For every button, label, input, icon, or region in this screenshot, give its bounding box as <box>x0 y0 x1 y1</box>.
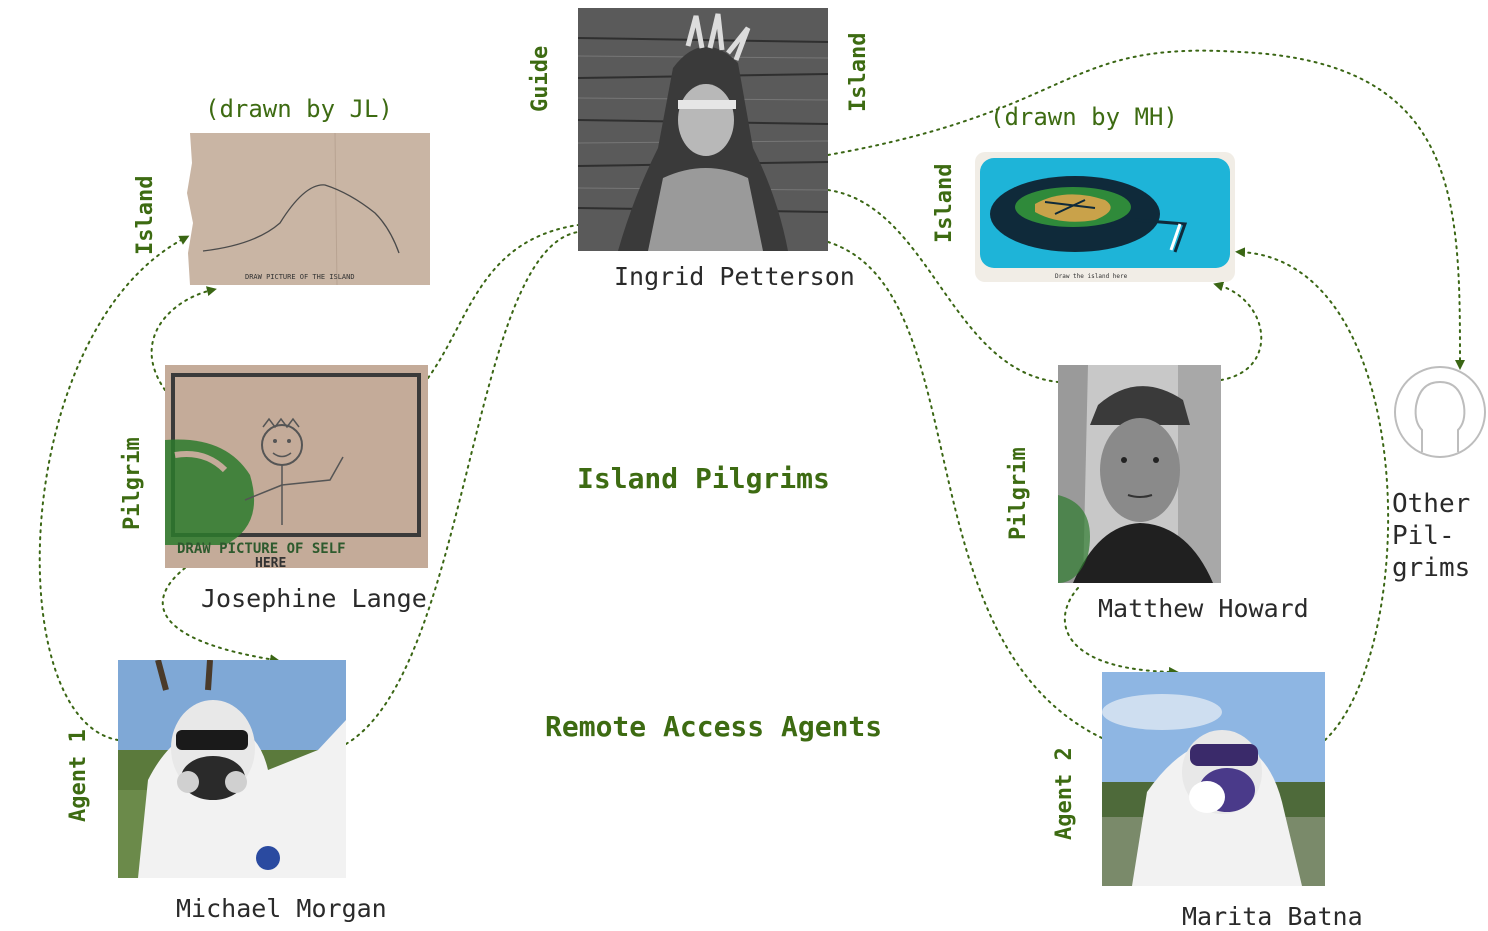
other-pilgrims-label: Other Pil- grims <box>1392 488 1470 584</box>
mh-island-role-label: Island <box>932 163 957 243</box>
guide-role-label: Guide <box>528 45 553 112</box>
connector-agent1-to-jl-island <box>38 235 190 741</box>
jl-island-role-label: Island <box>133 175 158 255</box>
other-pilgrims-line-2: Pil- <box>1392 521 1455 551</box>
mh-island-drawing: Draw the island here <box>975 152 1235 282</box>
marita-photo <box>1102 672 1325 886</box>
other-pilgrims-line-3: grims <box>1392 553 1471 583</box>
agent1-role-label: Agent 1 <box>66 729 91 822</box>
connector-matthew-to-marita <box>1063 587 1179 677</box>
jl-island-drawing: DRAW PICTURE OF THE ISLAND <box>185 133 430 285</box>
michael-name: Michael Morgan <box>176 894 387 923</box>
pilgrim-jl-role-label: Pilgrim <box>120 437 145 530</box>
connector-ingrid-to-other-pilgrims <box>827 49 1465 370</box>
connector-jl-self-to-michael <box>161 567 280 665</box>
connector-jl-self-to-ingrid <box>427 224 579 379</box>
josephine-name: Josephine Lange <box>201 584 427 613</box>
jl-self-drawing: DRAW PICTURE OF SELF HERE <box>165 365 428 568</box>
connector-ingrid-to-matthew <box>827 189 1059 383</box>
connector-matthew-to-mh-island <box>1213 281 1263 381</box>
ingrid-island-role-label: Island <box>846 32 871 112</box>
person-silhouette-icon <box>1392 364 1488 460</box>
pilgrim-mh-role-label: Pilgrim <box>1006 447 1031 540</box>
connector-michael-to-ingrid <box>345 231 579 745</box>
jl-self-caption: DRAW PICTURE OF SELF <box>177 541 346 557</box>
connector-jl-self-to-jl-island <box>150 286 217 391</box>
matthew-photo <box>1058 365 1221 583</box>
jl-island-caption: DRAW PICTURE OF THE ISLAND <box>245 273 355 281</box>
marita-name: Marita Batna <box>1182 902 1363 931</box>
mh-island-caption: Draw the island here <box>1055 273 1128 280</box>
mh-credit: (drawn by MH) <box>990 103 1178 131</box>
agent2-role-label: Agent 2 <box>1052 747 1077 840</box>
matthew-name: Matthew Howard <box>1098 594 1309 623</box>
remote-access-agents-heading: Remote Access Agents <box>545 710 883 743</box>
ingrid-name: Ingrid Petterson <box>614 262 855 291</box>
other-pilgrims-line-1: Other <box>1392 489 1471 519</box>
jl-credit: (drawn by JL) <box>205 95 393 123</box>
connector-marita-to-mh-island <box>1235 247 1390 741</box>
connector-ingrid-to-marita <box>827 241 1103 739</box>
island-pilgrims-heading: Island Pilgrims <box>577 462 830 495</box>
jl-self-caption-2: HERE <box>255 556 286 568</box>
michael-photo <box>118 660 346 878</box>
ingrid-photo <box>578 8 828 251</box>
